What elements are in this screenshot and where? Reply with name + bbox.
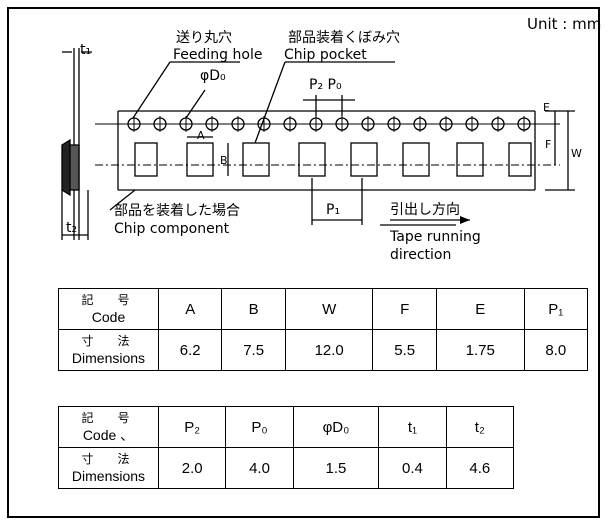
table-cell: E	[435, 288, 525, 330]
table-row: 寸 法 Dimensions 6.2 7.5 12.0 5.5 1.75 8.0	[58, 329, 589, 371]
table-cell: 7.5	[221, 329, 286, 371]
table-cell: P₀	[225, 406, 294, 448]
direction-jp-label: 引出し方向	[390, 202, 460, 218]
table-cell: 8.0	[523, 329, 589, 371]
table-cell: φD₀	[292, 406, 380, 448]
w-label: W	[571, 147, 582, 160]
chip-pocket-jp-label: 部品装着くぼみ穴	[288, 30, 400, 46]
chip-component-jp-label: 部品を装着した場合	[114, 203, 240, 219]
code-jp: 記 号	[81, 411, 136, 425]
code-header-cell: 記 号 Code	[58, 288, 159, 330]
table-cell: A	[157, 288, 223, 330]
table-cell: t₂	[445, 406, 515, 448]
b-label: B	[220, 154, 228, 167]
code-en: Code 、	[82, 427, 135, 443]
p2-p0-label: P₂ P₀	[309, 77, 342, 93]
code-en: Code	[91, 309, 126, 325]
table-row: 寸 法 Dimensions 2.0 4.0 1.5 0.4 4.6	[58, 447, 515, 489]
table-cell: P₂	[157, 406, 227, 448]
t2-label: t₂	[66, 220, 78, 236]
tape-drawing	[61, 48, 575, 240]
a-label: A	[197, 129, 205, 142]
table-cell: F	[372, 288, 437, 330]
feeding-hole-en-label: Feeding hole	[173, 47, 263, 63]
dimensions-header-cell: 寸 法 Dimensions	[58, 447, 159, 489]
dimensions-en: Dimensions	[71, 468, 146, 484]
dimensions-table-1: 記 号 Code A B W F E P₁ 寸 法 Dimensions 6.2…	[58, 288, 589, 371]
table-row: 記 号 Code A B W F E P₁	[58, 288, 589, 330]
direction-en1-label: Tape running	[390, 229, 481, 245]
table-cell: t₁	[378, 406, 447, 448]
code-jp: 記 号	[81, 293, 136, 307]
d0-label: φD₀	[200, 68, 226, 84]
t1-label: t₁	[80, 42, 92, 58]
table-cell: W	[284, 288, 374, 330]
table-row: 記 号 Code 、 P₂ P₀ φD₀ t₁ t₂	[58, 406, 515, 448]
table-cell: 5.5	[372, 329, 437, 371]
dimensions-header-cell: 寸 法 Dimensions	[58, 329, 159, 371]
table-cell: 0.4	[378, 447, 447, 489]
p1-label: P₁	[326, 202, 341, 218]
feeding-hole-jp-label: 送り丸穴	[176, 30, 232, 46]
table-cell: 4.0	[225, 447, 294, 489]
chip-component-en-label: Chip component	[114, 221, 230, 237]
table-cell: 6.2	[157, 329, 223, 371]
table-cell: 2.0	[157, 447, 227, 489]
unit-label: Unit : mm	[527, 15, 602, 33]
code-header-cell: 記 号 Code 、	[58, 406, 159, 448]
f-label: F	[545, 138, 552, 151]
figure-frame	[7, 7, 600, 518]
table-cell: 1.75	[435, 329, 525, 371]
dimensions-table-2: 記 号 Code 、 P₂ P₀ φD₀ t₁ t₂ 寸 法 Dimension…	[58, 406, 515, 489]
table-cell: B	[221, 288, 286, 330]
table-cell: 1.5	[292, 447, 380, 489]
dimensions-jp: 寸 法	[81, 334, 136, 348]
direction-en2-label: direction	[390, 247, 452, 263]
table-cell: P₁	[523, 288, 589, 330]
table-cell: 4.6	[445, 447, 515, 489]
e-label: E	[543, 101, 550, 114]
dimensions-jp: 寸 法	[81, 452, 136, 466]
dimensions-en: Dimensions	[71, 350, 146, 366]
table-cell: 12.0	[284, 329, 374, 371]
chip-pocket-en-label: Chip pocket	[284, 47, 367, 63]
